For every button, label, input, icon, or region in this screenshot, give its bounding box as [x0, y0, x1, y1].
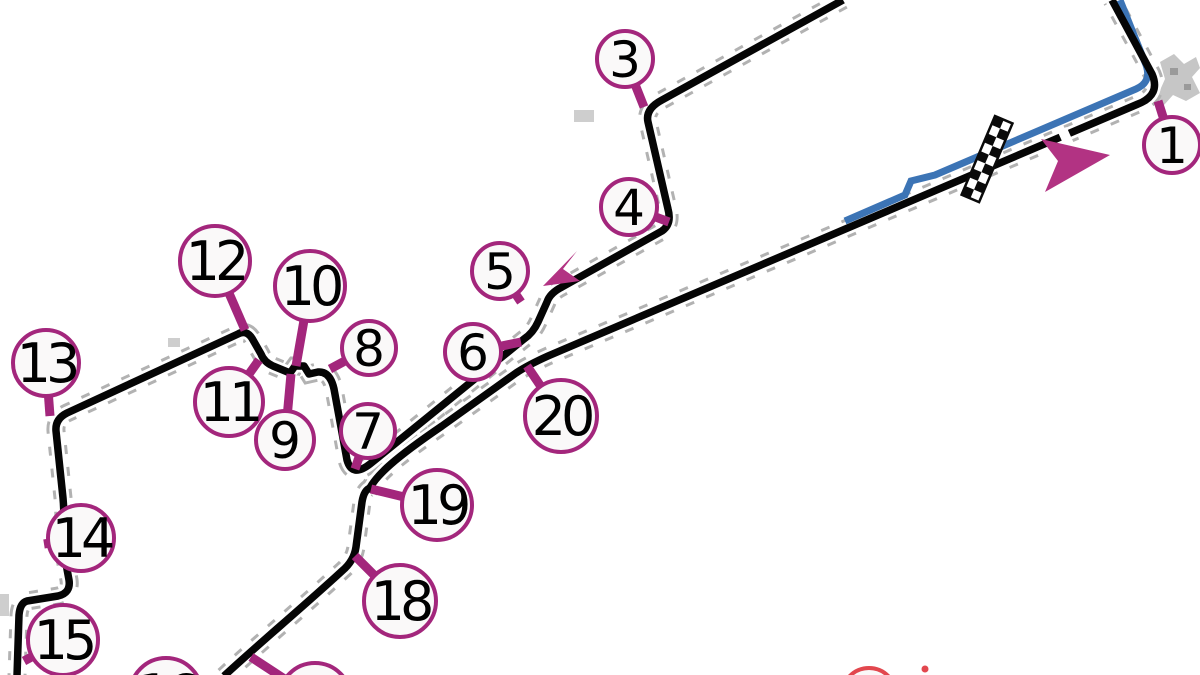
corner-marker-4 — [599, 177, 659, 237]
map-speck — [0, 594, 9, 616]
corner-marker-13 — [11, 328, 81, 398]
map-speck — [574, 110, 594, 122]
corner-label-5: 5 — [484, 243, 516, 301]
corner-label-14: 14 — [52, 507, 113, 570]
corner-marker-8 — [340, 319, 398, 377]
corner-marker-17 — [285, 661, 345, 675]
corner-label-19: 19 — [408, 474, 468, 537]
buildings-blob-spot — [1170, 68, 1178, 75]
corner-marker-10 — [273, 249, 347, 323]
checkered-flag — [959, 114, 1015, 204]
corner-label-18: 18 — [371, 570, 431, 633]
corner-label-3: 3 — [609, 31, 641, 89]
corner-marker-3 — [595, 29, 655, 89]
buildings-blob — [1157, 54, 1200, 105]
flag-border — [959, 114, 1015, 204]
corner-marker-14 — [46, 503, 116, 573]
corner-label-8: 8 — [353, 320, 385, 378]
map-speck — [168, 338, 180, 347]
track-dash-casing-t16-t18-t19 — [217, 478, 375, 675]
corner-label-7: 7 — [352, 403, 384, 461]
corner-marker-12 — [178, 224, 252, 298]
corner-marker-7 — [339, 402, 397, 460]
corner-marker-1 — [1142, 115, 1200, 175]
red-dot — [921, 665, 929, 673]
corner-label-11: 11 — [200, 371, 259, 434]
track-segment-t16-t18-t19 — [221, 484, 372, 675]
corner-label-4: 4 — [613, 179, 645, 237]
corner-marker-16 — [133, 656, 199, 675]
corner-label-15: 15 — [34, 609, 93, 672]
track-casing-t2-t3-t4-chicane-t7-castle-t13-t15 — [10, 0, 847, 675]
track-dash-casing-t2-t3-t4-chicane-t7-castle-t13-t15 — [7, 0, 848, 675]
corner-marker-6 — [443, 322, 503, 382]
track-segment-t2-t3-t4-chicane-t7-castle-t13-t15 — [13, 0, 845, 675]
sea-shoreline — [843, 0, 1152, 225]
corner-marker-18 — [362, 563, 438, 639]
buildings-blob-spot — [1184, 84, 1191, 90]
corner-marker-19 — [400, 468, 474, 542]
corner-marker-15 — [26, 603, 100, 675]
direction-arrow-t5 — [543, 251, 580, 286]
corner-label-12: 12 — [186, 230, 245, 293]
corner-marker-20 — [523, 378, 599, 454]
corner-marker-9 — [254, 409, 316, 471]
corner-label-13: 13 — [17, 332, 77, 395]
track-casing-t16-t18-t19 — [219, 481, 373, 675]
corner-label-9: 9 — [269, 412, 301, 470]
leader-line-17 — [248, 653, 287, 675]
corner-label-6: 6 — [457, 324, 489, 382]
corner-marker-11 — [193, 366, 265, 438]
corner-label-20: 20 — [532, 385, 592, 448]
corner-label-17: 17 — [286, 668, 345, 675]
corner-label-10: 10 — [281, 255, 341, 318]
corner-marker-red — [848, 666, 890, 675]
corner-label-16: 16 — [137, 663, 197, 675]
corner-marker-5 — [470, 241, 530, 301]
corner-label-1: 1 — [1156, 117, 1188, 175]
direction-arrow-start-finish — [1041, 139, 1110, 192]
